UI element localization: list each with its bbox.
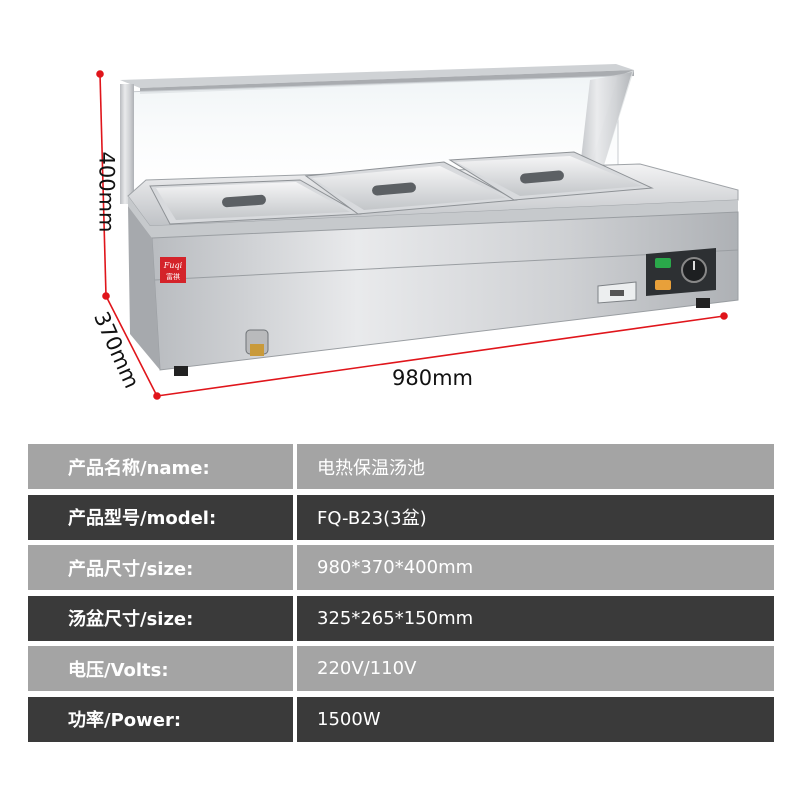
- spec-value: FQ-B23(3盆): [297, 494, 774, 540]
- spec-label: 产品型号/model:: [28, 494, 293, 540]
- spec-row-model: 产品型号/model: FQ-B23(3盆): [28, 494, 774, 540]
- spec-label: 汤盆尺寸/size:: [28, 595, 293, 641]
- spec-row-volts: 电压/Volts: 220V/110V: [28, 646, 774, 691]
- food-pans: [149, 151, 654, 225]
- cabinet-body: [128, 196, 739, 376]
- width-dimension-label: 980mm: [392, 366, 473, 390]
- spec-row-name: 产品名称/name: 电热保温汤池: [28, 444, 774, 489]
- dimension-lines: [96, 70, 728, 400]
- spec-row-size: 产品尺寸/size: 980*370*400mm: [28, 545, 774, 590]
- spec-table: 产品名称/name: 电热保温汤池 产品型号/model: FQ-B23(3盆)…: [28, 444, 774, 747]
- spec-label: 产品名称/name:: [28, 444, 293, 489]
- spec-value: 电热保温汤池: [297, 444, 774, 489]
- spec-row-power: 功率/Power: 1500W: [28, 696, 774, 742]
- spec-label: 功率/Power:: [28, 696, 293, 742]
- spec-value: 1500W: [297, 696, 774, 742]
- svg-text:富祺: 富祺: [166, 272, 180, 281]
- spec-label: 电压/Volts:: [28, 646, 293, 691]
- sneeze-guard: [120, 64, 634, 204]
- spec-label: 产品尺寸/size:: [28, 545, 293, 590]
- bain-marie-image: Fuqi 富祺: [96, 64, 739, 400]
- spec-value: 220V/110V: [297, 646, 774, 691]
- spec-row-pan-size: 汤盆尺寸/size: 325*265*150mm: [28, 595, 774, 641]
- product-illustration: Fuqi 富祺 400mm 370mm 980mm: [89, 64, 739, 400]
- svg-text:Fuqi: Fuqi: [163, 261, 183, 270]
- spec-value: 980*370*400mm: [297, 545, 774, 590]
- spec-value: 325*265*150mm: [297, 595, 774, 641]
- brand-logo: Fuqi 富祺: [160, 257, 186, 283]
- height-dimension-label: 400mm: [94, 151, 119, 233]
